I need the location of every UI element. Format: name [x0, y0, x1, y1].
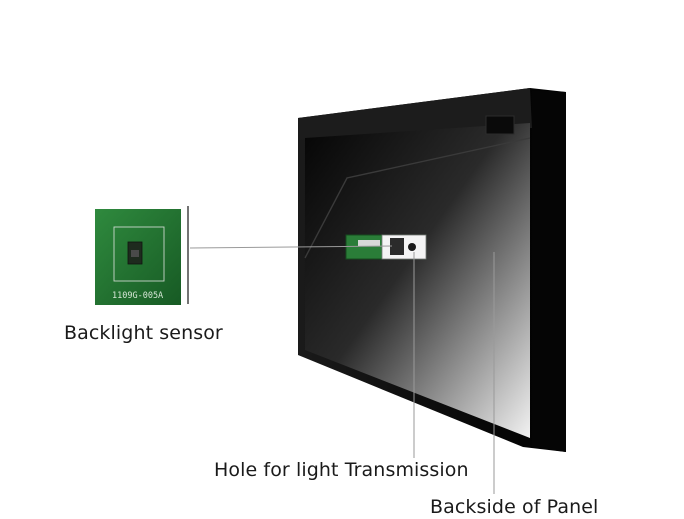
panel-bracket: [485, 115, 515, 135]
hole-label: Hole for light Transmission: [214, 459, 469, 481]
panel-side-edge: [532, 90, 566, 452]
panel-bevel-edge: [304, 137, 531, 259]
sensor-board: [345, 234, 427, 260]
closeup-sensor-die: [131, 250, 139, 257]
sensor-board-connector: [358, 240, 380, 246]
leader-line-sensor: [189, 245, 393, 249]
sensor-board-chip: [390, 238, 404, 255]
sensor-closeup: 1109G-005A: [95, 206, 189, 305]
panel-backside: [298, 88, 566, 452]
leader-lines: [189, 245, 495, 494]
light-hole-icon: [408, 243, 416, 251]
backside-label: Backside of Panel: [430, 496, 599, 518]
panel-back-face: [305, 123, 530, 438]
closeup-part-code: 1109G-005A: [112, 291, 163, 301]
closeup-silkscreen-box: [113, 226, 165, 282]
backlight-sensor-label: Backlight sensor: [64, 322, 223, 344]
